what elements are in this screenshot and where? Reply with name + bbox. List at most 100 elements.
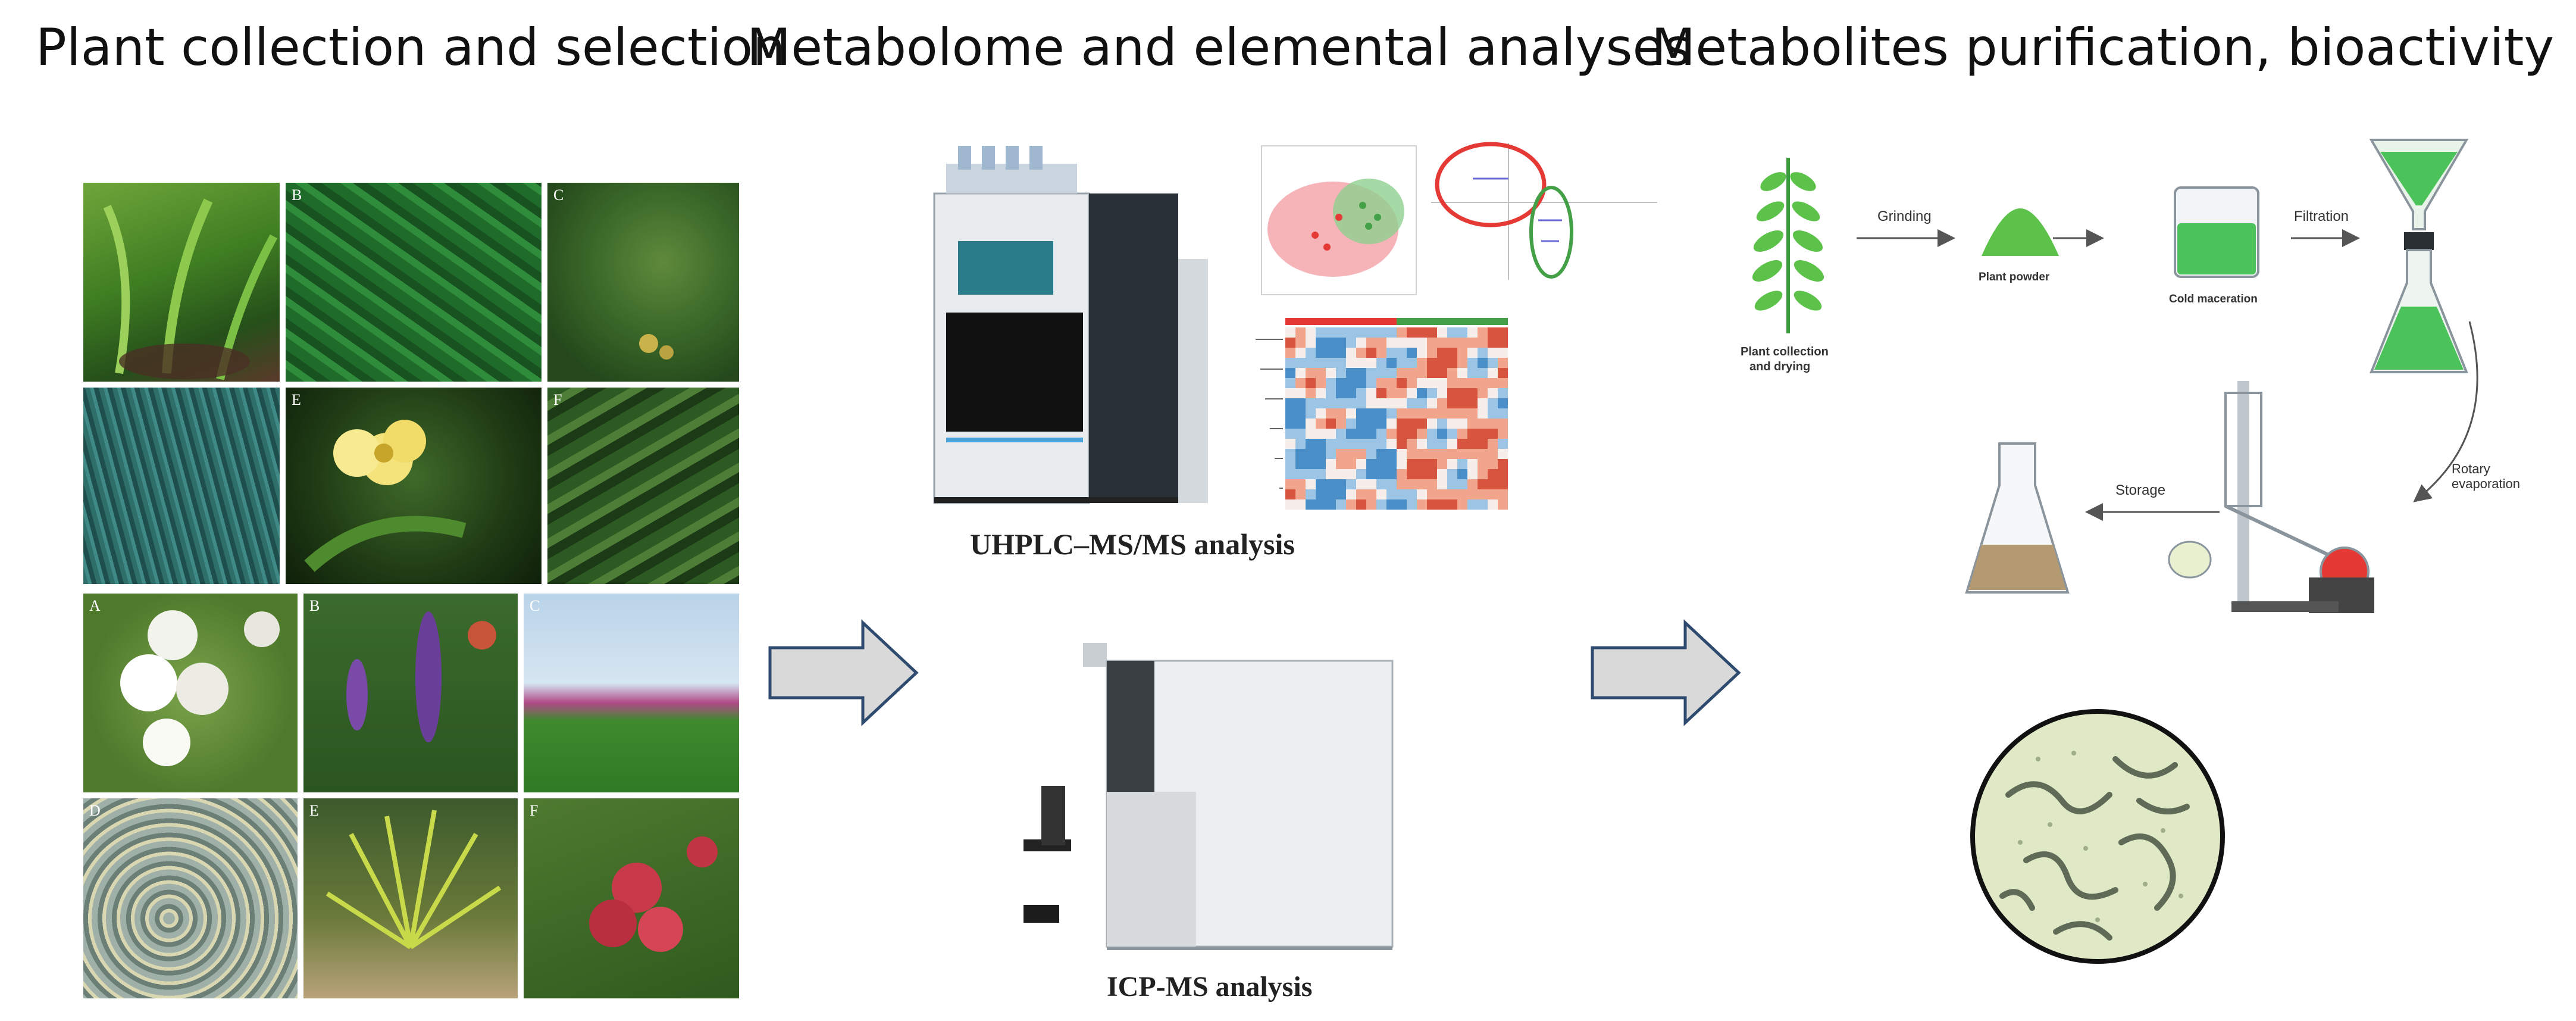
heatmap-cell bbox=[1488, 469, 1498, 479]
heatmap-cell bbox=[1467, 348, 1478, 358]
heatmap-group-bar bbox=[1457, 318, 1467, 325]
heatmap-cell bbox=[1427, 489, 1437, 499]
dried-plant-illustration bbox=[1752, 158, 1824, 333]
heatmap-cell bbox=[1285, 419, 1295, 429]
heatmap-cell bbox=[1336, 439, 1346, 449]
heatmap-cell bbox=[1316, 489, 1326, 499]
heatmap-cell bbox=[1478, 429, 1488, 439]
heatmap-group-bar bbox=[1356, 318, 1366, 325]
heatmap-cell bbox=[1356, 429, 1366, 439]
heatmap-cell bbox=[1316, 459, 1326, 469]
heatmap-cell bbox=[1447, 429, 1457, 439]
heatmap-cell bbox=[1316, 499, 1326, 510]
heatmap-cell bbox=[1295, 338, 1306, 348]
heatmap-cell bbox=[1346, 449, 1356, 459]
heatmap-cell bbox=[1488, 449, 1498, 459]
heatmap-group-bar bbox=[1326, 318, 1336, 325]
heatmap-group-bar bbox=[1397, 318, 1407, 325]
heatmap-cell bbox=[1397, 338, 1407, 348]
stage-title-plant-collection: Plant collection and selection bbox=[36, 18, 785, 77]
plant-drying-label: and drying bbox=[1749, 360, 1811, 373]
heatmap-cell bbox=[1488, 499, 1498, 510]
heatmap-cell bbox=[1447, 489, 1457, 499]
heatmap-cell bbox=[1488, 489, 1498, 499]
heatmap-cell bbox=[1407, 499, 1417, 510]
heatmap-cell bbox=[1488, 429, 1498, 439]
heatmap-cell bbox=[1386, 348, 1397, 358]
heatmap-cell bbox=[1295, 459, 1306, 469]
heatmap-cell bbox=[1316, 449, 1326, 459]
heatmap-cell bbox=[1366, 479, 1376, 489]
heatmap-cell bbox=[1437, 348, 1447, 358]
heatmap-cell bbox=[1285, 439, 1295, 449]
heatmap-cell bbox=[1295, 408, 1306, 419]
storage-label: Storage bbox=[2115, 482, 2166, 498]
heatmap-cell bbox=[1417, 459, 1427, 469]
purple-flower-illustration bbox=[346, 611, 496, 742]
heatmap-cell bbox=[1316, 327, 1326, 338]
heatmap-cell bbox=[1467, 499, 1478, 510]
heatmap-cell bbox=[1488, 348, 1498, 358]
heatmap-cell bbox=[1326, 398, 1336, 408]
heatmap-cell bbox=[1457, 358, 1467, 368]
heatmap-cell bbox=[1295, 479, 1306, 489]
heatmap-cell bbox=[1467, 449, 1478, 459]
icp-ms-instrument bbox=[1023, 643, 1394, 950]
storage-flask bbox=[1965, 442, 2070, 594]
heatmap-cell bbox=[1498, 348, 1508, 358]
heatmap-cell bbox=[1386, 449, 1397, 459]
photo-letter: E bbox=[309, 802, 319, 819]
heatmap-cell bbox=[1488, 419, 1498, 429]
heatmap-cell bbox=[1336, 327, 1346, 338]
heatmap-cell bbox=[1386, 499, 1397, 510]
heatmap-cell bbox=[1336, 408, 1346, 419]
heatmap-cell bbox=[1326, 358, 1336, 368]
heatmap-cell bbox=[1447, 499, 1457, 510]
heatmap-cell bbox=[1437, 429, 1447, 439]
heatmap-cell bbox=[1346, 489, 1356, 499]
heatmap-cell bbox=[1447, 358, 1457, 368]
heatmap-cell bbox=[1326, 459, 1336, 469]
loadings-plot bbox=[1431, 142, 1657, 280]
heatmap-cell bbox=[1427, 368, 1437, 378]
heatmap-cell bbox=[1336, 368, 1346, 378]
heatmap-cell bbox=[1316, 419, 1326, 429]
heatmap-cell bbox=[1437, 479, 1447, 489]
heatmap-cell bbox=[1316, 368, 1326, 378]
heatmap-cell bbox=[1285, 459, 1295, 469]
heatmap-cell bbox=[1427, 479, 1437, 489]
heatmap-cell bbox=[1457, 439, 1467, 449]
heatmap-cell bbox=[1467, 338, 1478, 348]
rotary-evaporator bbox=[2168, 381, 2374, 613]
heatmap-cell bbox=[1306, 449, 1316, 459]
heatmap-cell bbox=[1407, 489, 1417, 499]
heatmap-cell bbox=[1356, 439, 1366, 449]
heatmap-cell bbox=[1478, 368, 1488, 378]
heatmap-cell bbox=[1306, 368, 1316, 378]
heatmap-cell bbox=[1386, 388, 1397, 398]
heatmap-cell bbox=[1366, 398, 1376, 408]
heatmap-cell bbox=[1295, 388, 1306, 398]
heatmap-cell bbox=[1306, 327, 1316, 338]
heatmap-cell bbox=[1366, 429, 1376, 439]
heatmap-cell bbox=[1295, 439, 1306, 449]
heatmap-cell bbox=[1437, 338, 1447, 348]
heatmap-cell bbox=[1437, 459, 1447, 469]
heatmap-cell bbox=[1326, 327, 1336, 338]
heatmap-cell bbox=[1417, 429, 1427, 439]
heatmap-cell bbox=[1437, 499, 1447, 510]
heatmap-cell bbox=[1336, 459, 1346, 469]
photo-letter: F bbox=[553, 391, 562, 408]
heatmap-cell bbox=[1376, 499, 1386, 510]
photo-letter: D bbox=[89, 802, 101, 819]
heatmap-cell bbox=[1356, 338, 1366, 348]
heatmap-cell bbox=[1336, 398, 1346, 408]
plant-powder-label: Plant powder bbox=[1979, 271, 2050, 283]
heatmap-cell bbox=[1397, 459, 1407, 469]
heatmap-cell bbox=[1447, 408, 1457, 419]
heatmap-cell bbox=[1295, 449, 1306, 459]
heatmap-cell bbox=[1467, 408, 1478, 419]
heatmap-cell bbox=[1498, 368, 1508, 378]
heatmap-cell bbox=[1346, 398, 1356, 408]
heatmap-cell bbox=[1376, 388, 1386, 398]
